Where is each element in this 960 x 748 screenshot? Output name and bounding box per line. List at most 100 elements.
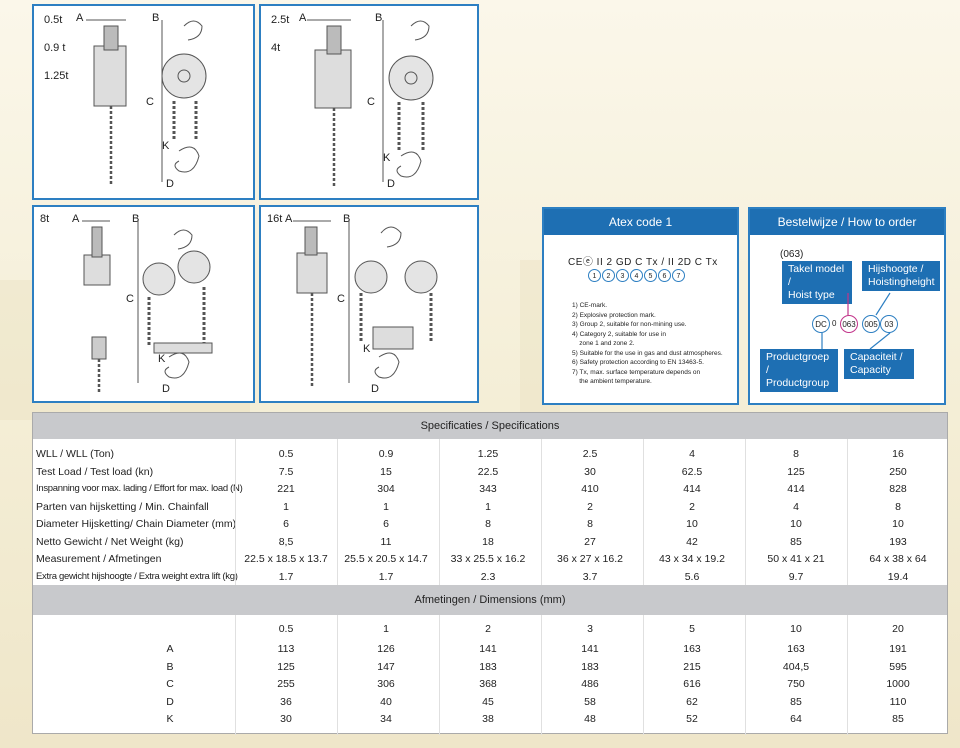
atex-circle: 5 [644,269,657,282]
atex-notes: 1) CE-mark. 2) Explosive protection mark… [572,301,737,387]
box-line: Takel model / [788,263,845,288]
column-divider [745,615,746,735]
order-code: (063) [780,249,804,260]
spec-cell: 343 [479,483,497,495]
dims-row-label: D [166,695,174,708]
capacity-label: 4t [271,42,281,54]
dim-label-a: A [285,213,293,225]
dims-header-cell: 10 [790,623,802,635]
atex-circle: 4 [630,269,643,282]
spec-cell: 410 [581,483,599,495]
spec-cell: 2.5 [582,448,598,460]
dim-label-b: B [132,213,140,225]
product-panel-small: 0.5t 0.9 t 1.25t A B C K D [32,4,255,200]
dims-cell: 191 [889,643,907,655]
spec-cell: 125 [787,465,805,478]
spec-cell: 22.5 [477,465,499,478]
spec-cell: 8 [895,500,901,513]
dims-cell: 48 [584,713,596,725]
spec-cell: 828 [889,483,907,495]
dim-label-a: A [72,213,80,225]
capacity-label: 8t [40,213,50,225]
dim-label-k: K [383,152,391,164]
dim-label-b: B [152,12,160,24]
capacity-label: 2.5t [271,14,290,26]
spec-cell: 22.5 x 18.5 x 13.7 [244,553,328,565]
product-panel-16t: 16t A B C K D [259,205,479,403]
spec-cell: 8 [793,448,799,460]
height-circle: 005 [862,315,880,333]
spec-table: Specificaties / Specifications WLL / WLL… [32,412,948,735]
spec-cell: 4 [689,448,695,460]
spec-row-label: Parten van hijsketting / Min. Chainfall [36,500,209,513]
dims-cell: 34 [380,713,392,725]
capacity-label: 1.25t [44,70,69,82]
dim-label-c: C [146,96,154,108]
spec-cell: 11 [380,535,392,548]
capacity-circle: 03 [880,315,898,333]
spec-cell: 221 [277,483,295,495]
spec-cell: 10 [892,518,904,530]
spec-cell: 16 [892,448,904,460]
spec-cell: 193 [889,535,907,548]
spec-cell: 10 [686,518,698,530]
dims-row-label: B [166,660,174,673]
dims-cell: 36 [280,695,292,708]
dim-label-c: C [126,293,134,305]
atex-note: 5) Suitable for the use in gas and dust … [572,349,723,357]
spec-cell: 1 [383,500,389,513]
atex-note: 6) Safety protection according to EN 134… [572,359,704,366]
dims-row-label: A [166,643,174,655]
spec-row-label: Inspanning voor max. lading / Effort for… [36,483,243,494]
spec-cell: 27 [584,535,596,548]
spec-cell: 3.7 [582,570,598,583]
spec-row: Diameter Hijsketting/ Chain Diameter (mm… [33,516,947,533]
dim-label-d: D [387,178,395,190]
dims-cell: 52 [686,713,698,725]
spec-cell: 42 [686,535,698,548]
spec-row-label: Test Load / Test load (kn) [36,465,154,478]
column-divider [235,615,236,735]
order-title: Bestelwijze / How to order [750,209,944,235]
atex-note: the ambient temperature. [572,378,652,385]
atex-note: 1) CE-mark. [572,302,608,309]
dims-cell: 125 [277,660,295,673]
dims-cell: 163 [787,643,805,655]
dims-cell: 62 [686,695,698,708]
dim-label-a: A [76,12,84,24]
atex-circle: 1 [588,269,601,282]
dims-cell: 85 [892,713,904,725]
spec-cell: 1.7 [378,570,394,583]
product-group-circle: DC [812,315,830,333]
hoist-drawing [82,220,213,393]
capacity-label: 0.5t [44,14,63,26]
atex-circle: 7 [672,269,685,282]
dims-header-cell: 3 [587,623,593,635]
atex-panel: Atex code 1 CEⓔ II 2 GD C Tx / II 2D C T… [542,207,739,405]
spec-cell: 0.9 [378,448,394,460]
spec-cell: 62.5 [681,465,703,478]
dims-header-cell: 20 [892,623,904,635]
capacity-box: Capaciteit / Capacity [844,349,914,379]
atex-circle: 2 [602,269,615,282]
spec-cell: 19.4 [887,570,909,583]
spec-cell: 25.5 x 20.5 x 14.7 [344,553,428,565]
box-line: Productgroup [766,377,830,389]
dims-cell: 595 [889,660,907,673]
spec-row: Extra gewicht hijshoogte / Extra weight … [33,569,947,586]
dims-cell: 58 [584,695,596,708]
atex-note: 3) Group 2, suitable for non-mining use. [572,321,687,328]
spec-cell: 2 [587,500,593,513]
dims-cell: 45 [482,695,494,708]
dim-label-a: A [299,12,307,24]
spec-cell: 1 [283,500,289,513]
dims-cell: 110 [889,695,907,708]
atex-note: 4) Category 2, suitable for use in [572,330,666,338]
spec-cell: 10 [790,518,802,530]
spec-cell: 2 [689,500,695,513]
spec-cell: 1.7 [278,570,294,583]
